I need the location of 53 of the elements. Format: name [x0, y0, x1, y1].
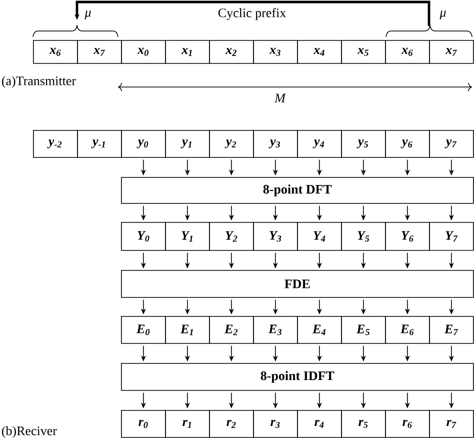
- panel-label: (b)Reciver: [2, 426, 57, 438]
- symbol-cell: x$_{6}$: [33, 40, 78, 64]
- symbol-cell: y$_{1}$: [165, 130, 210, 158]
- symbol-cell: Y$_{6}$: [385, 222, 430, 251]
- symbol-label: μ: [440, 10, 446, 20]
- symbol-cell: y$_{2}$: [209, 130, 254, 158]
- symbol-cell: y$_{6}$: [385, 130, 430, 158]
- symbol-cell: Y$_{5}$: [341, 222, 386, 251]
- symbol-cell: r$_{7}$: [429, 410, 474, 438]
- symbol-cell: Y$_{4}$: [297, 222, 342, 251]
- panel-label: (a)Transmitter: [2, 76, 76, 88]
- symbol-cell: y$_{7}$: [429, 130, 474, 158]
- symbol-cell: r$_{6}$: [385, 410, 430, 438]
- symbol-cell: E$_{3}$: [253, 316, 298, 344]
- process-box: 8-point IDFT: [121, 363, 474, 391]
- symbol-cell: x$_{7}$: [77, 40, 122, 64]
- symbol-cell: E$_{0}$: [121, 316, 166, 344]
- symbol-cell: x$_{2}$: [209, 40, 254, 64]
- symbol-cell: E$_{2}$: [209, 316, 254, 344]
- symbol-cell: y$_{5}$: [341, 130, 386, 158]
- symbol-cell: y$_{-1}$: [77, 130, 122, 158]
- symbol-cell: E$_{5}$: [341, 316, 386, 344]
- symbol-cell: r$_{2}$: [209, 410, 254, 438]
- symbol-cell: x$_{5}$: [341, 40, 386, 64]
- symbol-cell: x$_{7}$: [429, 40, 474, 64]
- symbol-cell: E$_{1}$: [165, 316, 210, 344]
- symbol-cell: Y$_{1}$: [165, 222, 210, 251]
- symbol-cell: y$_{3}$: [253, 130, 298, 158]
- process-box: FDE: [121, 270, 474, 298]
- symbol-cell: Y$_{0}$: [121, 222, 166, 251]
- symbol-label: M: [274, 94, 286, 102]
- symbol-cell: x$_{1}$: [165, 40, 210, 64]
- symbol-cell: E$_{6}$: [385, 316, 430, 344]
- symbol-cell: Y$_{7}$: [429, 222, 474, 251]
- symbol-cell: r$_{1}$: [165, 410, 210, 438]
- symbol-cell: r$_{3}$: [253, 410, 298, 438]
- symbol-cell: x$_{6}$: [385, 40, 430, 64]
- symbol-cell: E$_{7}$: [429, 316, 474, 344]
- symbol-cell: y$_{-2}$: [33, 130, 78, 158]
- symbol-cell: Y$_{2}$: [209, 222, 254, 251]
- annotation-text: Cyclic prefix: [218, 8, 286, 20]
- symbol-cell: Y$_{3}$: [253, 222, 298, 251]
- symbol-label: μ: [84, 10, 91, 20]
- symbol-cell: x$_{4}$: [297, 40, 342, 64]
- symbol-cell: E$_{4}$: [297, 316, 342, 344]
- symbol-cell: y$_{0}$: [121, 130, 166, 158]
- symbol-cell: y$_{4}$: [297, 130, 342, 158]
- symbol-cell: r$_{4}$: [297, 410, 342, 438]
- symbol-cell: r$_{0}$: [121, 410, 166, 438]
- process-box: 8-point DFT: [121, 177, 474, 204]
- symbol-cell: x$_{3}$: [253, 40, 298, 64]
- symbol-cell: x$_{0}$: [121, 40, 166, 64]
- symbol-cell: r$_{5}$: [341, 410, 386, 438]
